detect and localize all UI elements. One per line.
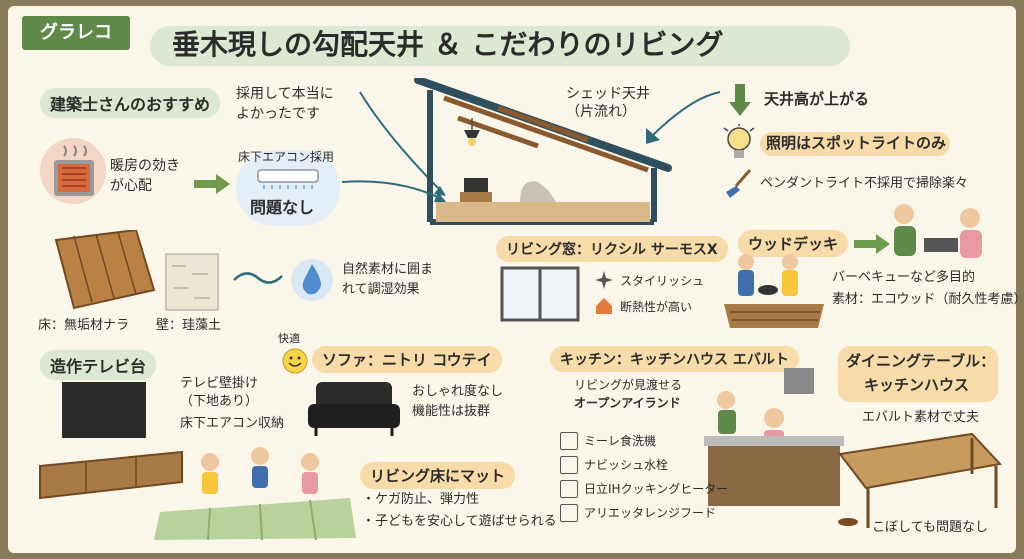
roof-label-line2: （片流れ）: [566, 104, 636, 120]
range-hood-icon: [560, 504, 578, 522]
heater-body-icon: [54, 145, 94, 196]
kitchen-island-note-line2: オープンアイランド: [574, 396, 681, 410]
floor-material-label: 床：無垢材ナラ: [38, 318, 130, 333]
dining-heading-line2: キッチンハウス: [864, 376, 970, 394]
mat-heading: リビング床にマット: [360, 462, 516, 489]
sofa-mood: 快適: [278, 332, 300, 345]
kitchen-island-illustration: [704, 368, 844, 506]
house-insulation-icon: [596, 298, 612, 314]
tv-stand-illustration: [39, 382, 183, 500]
tv-note-ac-storage: 床下エアコン収納: [180, 416, 285, 431]
kitchen-equipment-cooktop: 日立IHクッキングヒーター: [584, 482, 729, 496]
lighting-note: 照明はスポットライトのみ: [766, 134, 947, 152]
broom-icon: [726, 169, 752, 198]
dining-heading-line1: ダイニングテーブル：: [846, 352, 996, 370]
kitchen-island-note-line1: リビングが見渡せる: [574, 378, 683, 392]
kitchen-equipment-faucet: ナビッシュ水栓: [584, 458, 669, 472]
arrow-down-icon: [729, 84, 751, 116]
dining-heading-box: [838, 346, 998, 402]
heater-note-line1: 暖房の効き: [110, 158, 180, 174]
material-effect-line2: れて調湿効果: [342, 282, 420, 297]
deck-material: 素材：エコウッド（耐久性考慮）: [832, 292, 1024, 307]
roof-pointer-arrow-icon: [646, 91, 721, 144]
ceiling-height-note: 天井高が上がる: [764, 90, 870, 108]
deck-uses: バーベキューなど多目的: [832, 270, 976, 285]
material-effect-line1: 自然素材に囲ま: [342, 262, 434, 277]
window-feature-insulation: 断熱性が高い: [620, 300, 693, 314]
arrow-to-bbq-icon: [854, 234, 890, 254]
kids-on-mat-illustration: [154, 447, 356, 541]
window-illustration: [500, 266, 580, 322]
house-cross-section-illustration: [359, 78, 672, 225]
pendant-note: ペンダントライト不採用で掃除楽々: [760, 176, 969, 191]
tv-heading: 造作テレビ台: [40, 350, 157, 380]
kitchen-equipment-dishwasher: ミーレ食洗機: [584, 434, 657, 448]
mat-note-safety: ・ケガ防止、弾力性: [362, 492, 480, 507]
architect-heading: 建築士さんのおすすめ: [40, 88, 221, 118]
sofa-illustration: [308, 382, 400, 436]
floor-ac-result: 問題なし: [250, 198, 315, 217]
sofa-note-function: 機能性は抜群: [412, 404, 491, 419]
wood-deck-illustration: [724, 254, 824, 328]
tv-note-wall-mount: テレビ壁掛け: [180, 376, 259, 391]
family-grilling-illustration: [894, 204, 982, 258]
sofa-heading: ソファ：ニトリ コウテイ: [312, 346, 502, 373]
architect-quote-line2: よかったです: [236, 106, 320, 122]
wood-floor-planks-illustration: [54, 230, 156, 310]
page-title: 垂木現しの勾配天井 ＆ こだわりのリビング: [172, 28, 724, 61]
floor-ac-title: 床下エアコン採用: [238, 150, 335, 164]
window-heading: リビング窓：リクシル サーモスX: [496, 236, 728, 262]
kitchen-heading: キッチン：キッチンハウス エバルト: [550, 346, 799, 372]
arrow-to-ceiling-icon: [341, 180, 446, 202]
faucet-icon: [560, 456, 578, 474]
mat-note-kids: ・子どもを安心して遊ばせられる: [362, 514, 557, 529]
sofa-note-style: おしゃれ度なし: [412, 384, 504, 399]
ih-cooktop-icon: [560, 480, 578, 498]
arrow-right-icon: [194, 174, 230, 194]
smiley-icon: [282, 348, 308, 374]
wave-connector-icon: [233, 272, 283, 284]
tv-note-backing: （下地あり）: [180, 394, 259, 409]
heater-note-line2: が心配: [110, 178, 152, 194]
kitchen-equipment-range-hood: アリエッタレンジフード: [584, 506, 717, 520]
air-conditioner-icon: [257, 169, 319, 189]
water-drop-icon: [291, 259, 333, 301]
wall-material-label: 壁：珪藻土: [156, 318, 222, 333]
lighting-note-band: [760, 132, 950, 156]
plaster-wall-illustration: [165, 253, 219, 311]
dining-spill-note: こぼしても問題なし: [872, 520, 988, 535]
roof-label-line1: シェッド天井: [566, 86, 650, 102]
brand-tag: グラレコ: [22, 16, 130, 50]
sparkle-icon: [595, 271, 613, 289]
window-feature-stylish: スタイリッシュ: [620, 274, 705, 288]
dining-material-note: エバルト素材で丈夫: [862, 410, 980, 425]
architect-quote-line1: 採用して本当に: [236, 86, 334, 102]
brand-label: グラレコ: [40, 22, 112, 43]
lightbulb-icon: [723, 124, 755, 158]
dishwasher-icon: [560, 432, 578, 450]
deck-heading: ウッドデッキ: [738, 230, 849, 257]
title-band: [150, 26, 850, 66]
dining-table-illustration: [838, 432, 1002, 528]
